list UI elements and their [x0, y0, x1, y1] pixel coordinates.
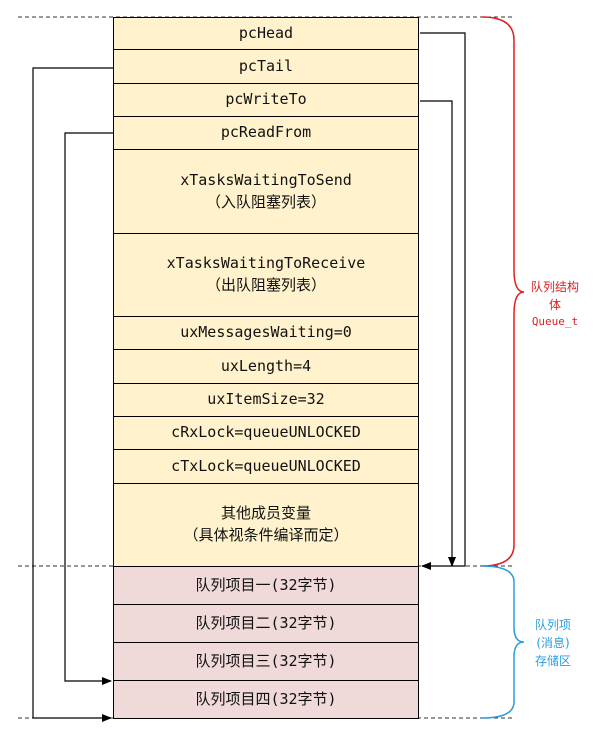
storage-brace-label-line3: 存储区: [534, 654, 571, 668]
field-label: uxItemSize=32: [207, 390, 325, 409]
field-pcwriteto: pcWriteTo: [113, 84, 419, 117]
field-label: 其他成员变量: [220, 504, 311, 523]
field-tasks-waiting-to-send: xTasksWaitingToSend （入队阻塞列表）: [113, 150, 419, 234]
queue-structure-table: pcHead pcTail pcWriteTo pcReadFrom xTask…: [113, 17, 419, 719]
field-sublabel: （入队阻塞列表）: [205, 192, 326, 211]
field-label: pcWriteTo: [225, 90, 307, 109]
field-ux-length: uxLength=4: [113, 350, 419, 384]
field-label: cTxLock=queueUNLOCKED: [171, 456, 361, 475]
field-pcreadfrom: pcReadFrom: [113, 117, 419, 150]
storage-brace-label-line2: (消息): [536, 636, 570, 650]
pcwriteto-arrow: [420, 100, 456, 567]
field-label: xTasksWaitingToSend: [180, 170, 352, 189]
storage-brace-label-line1: 队列项: [534, 618, 571, 632]
struct-brace-label: 队列结构 体 Queue_t: [524, 278, 586, 331]
queue-item-4: 队列项目四(32字节): [113, 681, 419, 719]
queue-item-label: 队列项目一(32字节): [195, 575, 337, 594]
queue-item-label: 队列项目二(32字节): [195, 613, 337, 632]
field-ctx-lock: cTxLock=queueUNLOCKED: [113, 450, 419, 484]
field-label: cRxLock=queueUNLOCKED: [171, 423, 361, 442]
field-ux-item-size: uxItemSize=32: [113, 384, 419, 417]
queue-item-3: 队列项目三(32字节): [113, 643, 419, 681]
queue-item-label: 队列项目三(32字节): [195, 651, 337, 670]
queue-item-2: 队列项目二(32字节): [113, 605, 419, 643]
field-sublabel: （出队阻塞列表）: [205, 276, 326, 294]
field-other-members: 其他成员变量 （具体视条件编译而定）: [113, 484, 419, 567]
pctail-arrow: [32, 67, 113, 722]
queue-item-label: 队列项目四(32字节): [195, 689, 337, 708]
brace-struct: [481, 16, 525, 567]
field-pctail: pcTail: [113, 50, 419, 84]
struct-brace-label-line3: Queue_t: [531, 315, 579, 328]
field-crx-lock: cRxLock=queueUNLOCKED: [113, 417, 419, 450]
struct-brace-label-line1: 队列结构: [530, 280, 579, 294]
field-ux-messages-waiting: uxMessagesWaiting=0: [113, 317, 419, 350]
field-label: uxMessagesWaiting=0: [180, 323, 352, 342]
field-pchead: pcHead: [113, 17, 419, 50]
field-label: uxLength=4: [220, 356, 312, 375]
field-label: pcHead: [238, 23, 294, 42]
field-sublabel: （具体视条件编译而定）: [183, 526, 349, 544]
brace-storage: [481, 565, 525, 719]
pcreadfrom-arrow: [64, 132, 113, 685]
struct-brace-label-line2: 体: [548, 298, 561, 312]
field-label: pcReadFrom: [220, 123, 312, 142]
field-tasks-waiting-to-receive: xTasksWaitingToReceive （出队阻塞列表）: [113, 234, 419, 317]
field-label: xTasksWaitingToReceive: [166, 254, 366, 273]
field-label: pcTail: [238, 56, 294, 75]
pchead-arrow: [420, 32, 466, 570]
storage-brace-label: 队列项 (消息) 存储区: [522, 616, 584, 670]
queue-item-1: 队列项目一(32字节): [113, 567, 419, 605]
